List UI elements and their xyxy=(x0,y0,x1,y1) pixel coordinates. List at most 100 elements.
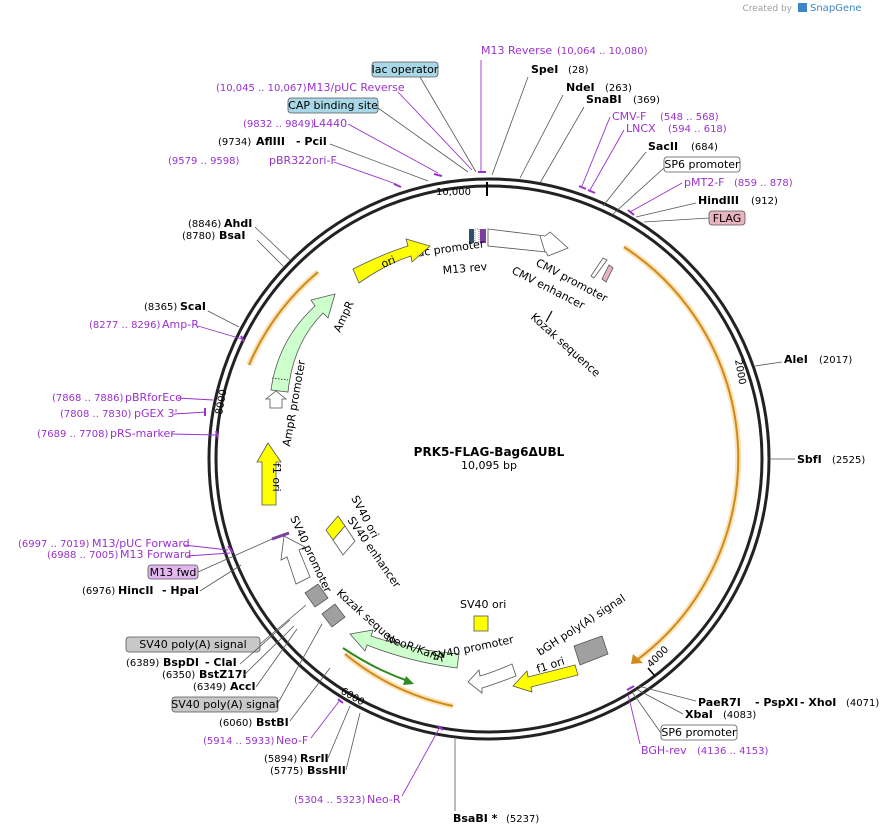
snapgene-logo-icon xyxy=(798,3,807,12)
sv40-polya-1-label: SV40 poly(A) signal xyxy=(139,638,246,651)
insert-arc-right-arrowhead xyxy=(631,654,643,664)
bstbi-leader xyxy=(289,667,331,722)
f1-ori-left-arrow xyxy=(256,442,282,506)
m13fwd-name: M13 Forward xyxy=(120,548,191,561)
sacii-pos: (684) xyxy=(691,142,718,153)
cmv-f-pos: (548 .. 568) xyxy=(660,112,719,123)
bsai-leader xyxy=(256,239,285,268)
hincii-name: HincII xyxy=(118,584,154,597)
bsai-name: BsaI xyxy=(219,229,245,242)
insert-arc-bottom xyxy=(344,653,454,707)
xbai-leader xyxy=(635,688,684,715)
f1-ori-right-arrow xyxy=(512,664,579,693)
tick-label-2000: 2000 xyxy=(732,359,747,386)
cap-binding-site-label: CAP binding site xyxy=(288,99,378,112)
alei-name: AleI xyxy=(784,353,808,366)
m13fwd-mark xyxy=(227,545,234,554)
ndei-leader xyxy=(519,94,564,179)
m13puc-reverse-leader xyxy=(397,91,473,171)
ampr-boundary xyxy=(271,377,289,381)
bgh-rev-pos: (4136 .. 4153) xyxy=(697,746,769,757)
bsabi-pos: (5237) xyxy=(506,814,539,825)
kozak-1-mark xyxy=(545,310,553,323)
prs-marker-pos: (7689 .. 7708) xyxy=(37,429,109,440)
m13puc-fwd-leader xyxy=(183,544,229,551)
bspdi-leader xyxy=(239,619,291,665)
neo-f-mark xyxy=(337,698,344,704)
ahdi-name: AhdI xyxy=(224,217,252,230)
spei-leader xyxy=(491,76,529,176)
neo-r-pos: (5304 .. 5323) xyxy=(294,795,366,806)
kozak-feature-1 xyxy=(590,257,608,279)
sv40-promoter-1-arrow xyxy=(280,535,311,585)
ori-label: ori xyxy=(379,253,397,270)
sv40-ori-2-label: SV40 ori xyxy=(460,598,506,611)
m13-rev-feature xyxy=(480,229,486,243)
sbfi-pos: (2525) xyxy=(832,455,865,466)
bstz17i-pos: (6350) xyxy=(162,670,195,681)
neo-f-name: Neo-F xyxy=(276,734,308,747)
prs-marker-mark xyxy=(215,430,219,439)
cap-binding-site-box xyxy=(287,97,379,114)
rsrii-leader xyxy=(327,705,351,759)
tick-label-8000: 8000 xyxy=(214,389,229,416)
l4440-name: L4440 xyxy=(313,117,347,130)
acci-leader xyxy=(255,628,298,688)
pmt2f-pos: (859 .. 878) xyxy=(734,178,793,189)
alei-leader xyxy=(754,361,783,367)
created-by-label: Created by xyxy=(742,4,792,14)
pbrforeco-pos: (7868 .. 7886) xyxy=(52,393,124,404)
pmt2f-leader xyxy=(629,182,683,213)
m13-fwd-box-leader xyxy=(197,538,273,573)
paer7i-leader xyxy=(637,685,697,702)
snabi-leader xyxy=(539,106,585,184)
xbai-name: XbaI xyxy=(685,708,713,721)
bstbi-name: BstBI xyxy=(256,716,289,729)
flag-label: FLAG xyxy=(713,212,742,225)
plasmid-name: PRK5-FLAG-Bag6ΔUBL xyxy=(414,445,565,459)
hincii-leader xyxy=(199,564,242,592)
neor-kanr-arrow xyxy=(349,629,460,669)
m13-fwd-box-label: M13 fwd xyxy=(150,566,197,579)
scai-leader xyxy=(207,310,240,328)
pmt2f-name: pMT2-F xyxy=(684,176,725,189)
l4440-leader xyxy=(347,123,439,174)
cap-site-feature xyxy=(469,229,474,243)
sv40-polya-1-box xyxy=(125,636,261,653)
scai-pos: (8365) xyxy=(144,302,177,313)
paer7i-name: PaeR7I xyxy=(698,696,741,709)
ampr-arrow xyxy=(270,293,336,393)
backbone-inner-ring xyxy=(214,184,764,734)
snabi-name: SnaBI xyxy=(586,93,622,106)
lncx-leader xyxy=(589,129,625,191)
pgex3-pos: (7808 .. 7830) xyxy=(60,409,132,420)
hincii-pos: (6976) xyxy=(82,586,115,597)
hindiii-name: HindIII xyxy=(698,194,739,207)
sacii-name: SacII xyxy=(648,140,678,153)
insert-arc-right xyxy=(623,246,740,661)
amp-r-leader xyxy=(197,325,243,340)
bsshii-leader xyxy=(345,712,361,771)
ndei-name: NdeI xyxy=(566,81,595,94)
bgh-polya-feature xyxy=(573,635,609,666)
l4440-mark xyxy=(433,173,443,177)
hindiii-leader xyxy=(635,202,697,218)
sv40-polya-2-leader xyxy=(277,623,323,704)
ahdi-pos: (8846) xyxy=(188,219,221,230)
m13-reverse-pos: (10,064 .. 10,080) xyxy=(557,46,648,57)
sv40-ori-2-feature xyxy=(473,615,489,632)
acci-name: AccI xyxy=(230,680,256,693)
neo-r-leader xyxy=(401,726,441,797)
m13puc-reverse-name: M13/pUC Reverse xyxy=(307,81,405,94)
neo-f-pos: (5914 .. 5933) xyxy=(203,736,275,747)
m13-rev-label: M13 rev xyxy=(442,260,488,277)
paer7i-pos: (4071) xyxy=(846,698,879,709)
m13-fwd-feature xyxy=(271,531,290,541)
afliii-leader xyxy=(329,143,429,182)
kozak-1-label: Kozak sequence xyxy=(528,311,603,380)
tick-4000 xyxy=(647,667,656,677)
neor-line xyxy=(342,647,409,682)
amp-r-mark xyxy=(240,335,245,343)
sv40-polya-2-box xyxy=(171,696,279,713)
ampr-promoter-arrow xyxy=(264,390,288,409)
